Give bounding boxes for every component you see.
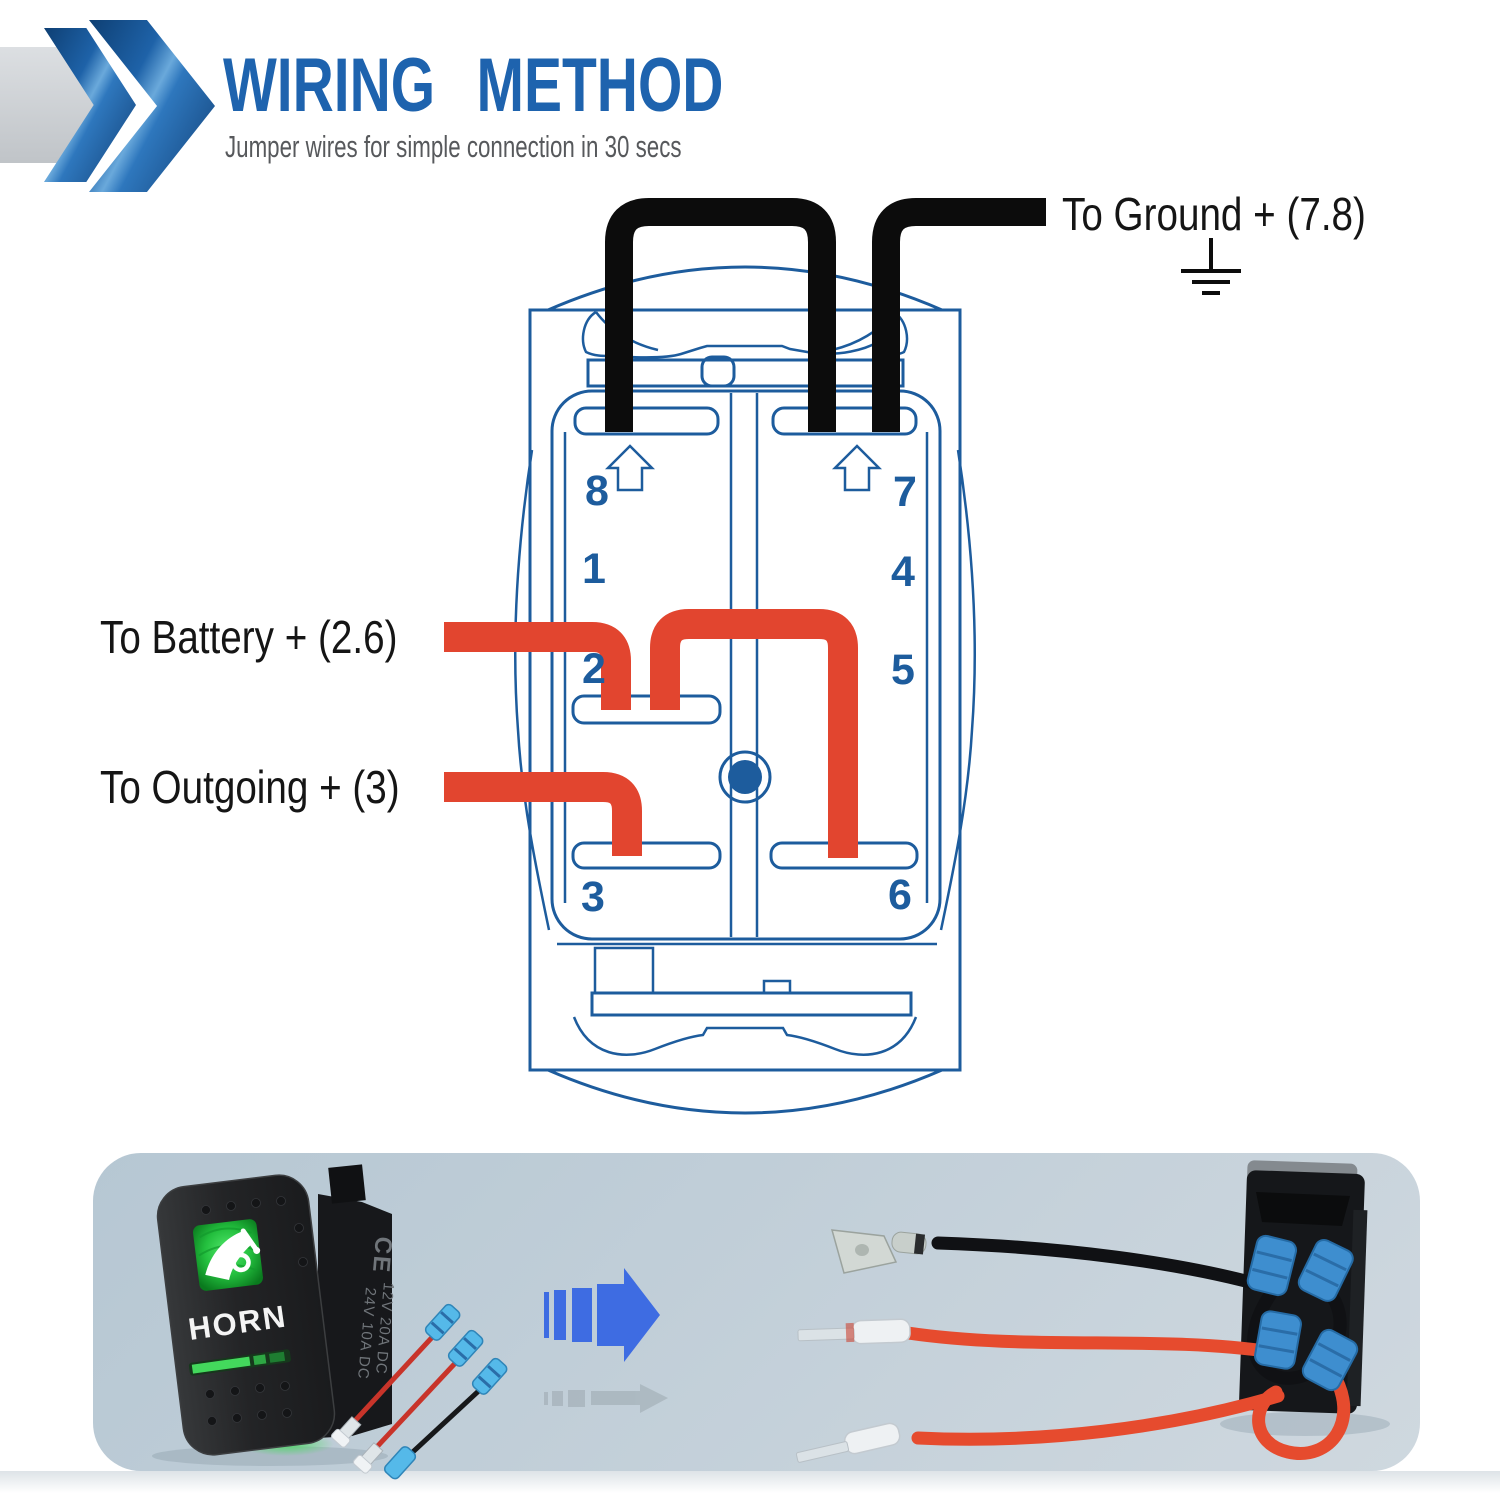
rocker-grip-dots-top <box>201 1196 308 1267</box>
terminal-2: 2 <box>582 645 606 693</box>
red-lead-wire <box>901 1326 1279 1359</box>
floor-shadow <box>0 1471 1500 1493</box>
terminal-5: 5 <box>891 646 915 694</box>
right-body-curve <box>939 449 977 931</box>
rocker-switch-photo: HORN CE 12V 20A DC 24V 10A DC <box>152 1164 397 1466</box>
terminal-8: 8 <box>585 467 609 515</box>
blue-connector <box>447 1329 484 1367</box>
red-loop-wire <box>1252 1365 1351 1460</box>
terminal-slots <box>571 406 919 870</box>
wired-switch-photo <box>795 1160 1390 1463</box>
switch-shadow <box>1220 1412 1390 1436</box>
outgoing-label: To Outgoing + (3) <box>100 761 400 813</box>
blue-connector <box>424 1303 461 1341</box>
black-loop-wire <box>1247 1285 1347 1385</box>
terminal-connectors <box>1246 1234 1359 1392</box>
terminal-1: 1 <box>582 545 606 593</box>
terminal-panel <box>550 389 942 941</box>
ground-wire <box>872 198 1046 432</box>
black-lead-wire <box>931 1236 1275 1294</box>
ce-mark: CE <box>367 1235 397 1275</box>
outgoing-wire <box>444 772 642 856</box>
ground-label: To Ground + (7.8) <box>1062 188 1366 240</box>
terminal-3: 3 <box>581 873 605 921</box>
battery-label: To Battery + (2.6) <box>100 611 398 663</box>
jumper-wire-red <box>372 1356 462 1452</box>
metal-spade-terminal <box>830 1229 927 1274</box>
switch-rear-outline <box>513 265 977 1115</box>
faded-arrow-icon <box>544 1384 668 1413</box>
red-lead-wire-lower <box>911 1389 1285 1446</box>
up-arrow-icon <box>831 444 883 492</box>
terminal-6: 6 <box>888 871 912 919</box>
rocker-grip-dots-bottom <box>205 1381 292 1426</box>
mounting-tab <box>328 1164 366 1204</box>
horn-icon <box>205 1228 261 1281</box>
horn-screen <box>193 1219 263 1291</box>
page-subtitle: Jumper wires for simple connection in 30… <box>225 129 682 164</box>
battery-wire <box>444 622 631 710</box>
red-jumper-wire <box>650 609 858 858</box>
terminal-7: 7 <box>893 468 917 516</box>
blue-connector <box>471 1357 508 1395</box>
page-title: WIRING METHOD <box>223 43 724 128</box>
jumper-wire-red <box>350 1330 439 1426</box>
spade-end <box>353 1442 384 1474</box>
terminal-4: 4 <box>891 548 915 596</box>
left-body-curve <box>513 449 551 931</box>
forward-arrow-icon <box>544 1268 660 1362</box>
pivot-ring <box>718 750 772 804</box>
ground-symbol-icon <box>1181 238 1241 295</box>
terminal-numbers: 8 7 1 4 2 5 3 6 <box>581 467 917 921</box>
spade-end <box>331 1416 362 1448</box>
up-arrow-icon <box>604 444 656 492</box>
white-spade-terminal <box>797 1318 911 1345</box>
switch-side-body <box>318 1194 392 1438</box>
white-spade-terminal <box>795 1422 901 1463</box>
led-bar <box>188 1349 291 1376</box>
jumper-wires <box>331 1303 508 1480</box>
blue-connector <box>383 1446 417 1480</box>
black-jumper-wire <box>605 198 836 432</box>
bottom-mechanism <box>557 942 937 1056</box>
switch-bracket <box>1256 1192 1350 1226</box>
jumper-wire-black <box>400 1384 486 1464</box>
pivot-dot <box>728 760 762 794</box>
